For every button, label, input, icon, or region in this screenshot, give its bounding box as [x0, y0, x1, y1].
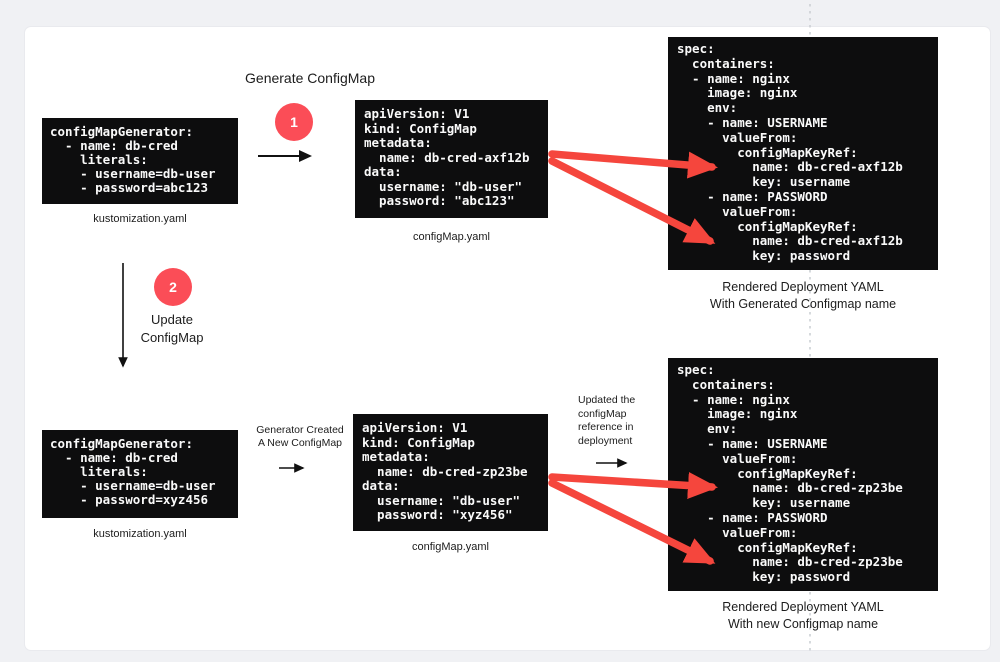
- step1-badge: 1: [275, 103, 313, 141]
- kustomization-bottom-code: configMapGenerator: - name: db-cred lite…: [42, 430, 238, 518]
- deployment-bottom-caption: Rendered Deployment YAML With new Config…: [722, 600, 884, 631]
- configmap-bottom-code: apiVersion: V1 kind: ConfigMap metadata:…: [353, 414, 548, 531]
- step2-label: Update ConfigMap: [140, 312, 204, 345]
- kustomization-top-code: configMapGenerator: - name: db-cred lite…: [42, 118, 238, 204]
- deployment-top-caption: Rendered Deployment YAML With Generated …: [709, 280, 897, 311]
- configmap-bottom-caption: configMap.yaml: [411, 541, 490, 553]
- deployment-top-code: spec: containers: - name: nginx image: n…: [668, 37, 938, 270]
- kustomization-top-caption: kustomization.yaml: [93, 213, 187, 225]
- kustomization-bottom-caption: kustomization.yaml: [93, 528, 187, 540]
- generator-created-label: Generator Created A New ConfigMap: [256, 424, 344, 449]
- step2-badge: 2: [154, 268, 192, 306]
- configmap-top-caption: configMap.yaml: [412, 231, 491, 243]
- step1-title: Generate ConfigMap: [245, 70, 375, 86]
- configmap-top-code: apiVersion: V1 kind: ConfigMap metadata:…: [355, 100, 548, 218]
- deployment-bottom-code: spec: containers: - name: nginx image: n…: [668, 358, 938, 591]
- updated-reference-label: Updated the configMap reference in deplo…: [578, 394, 636, 447]
